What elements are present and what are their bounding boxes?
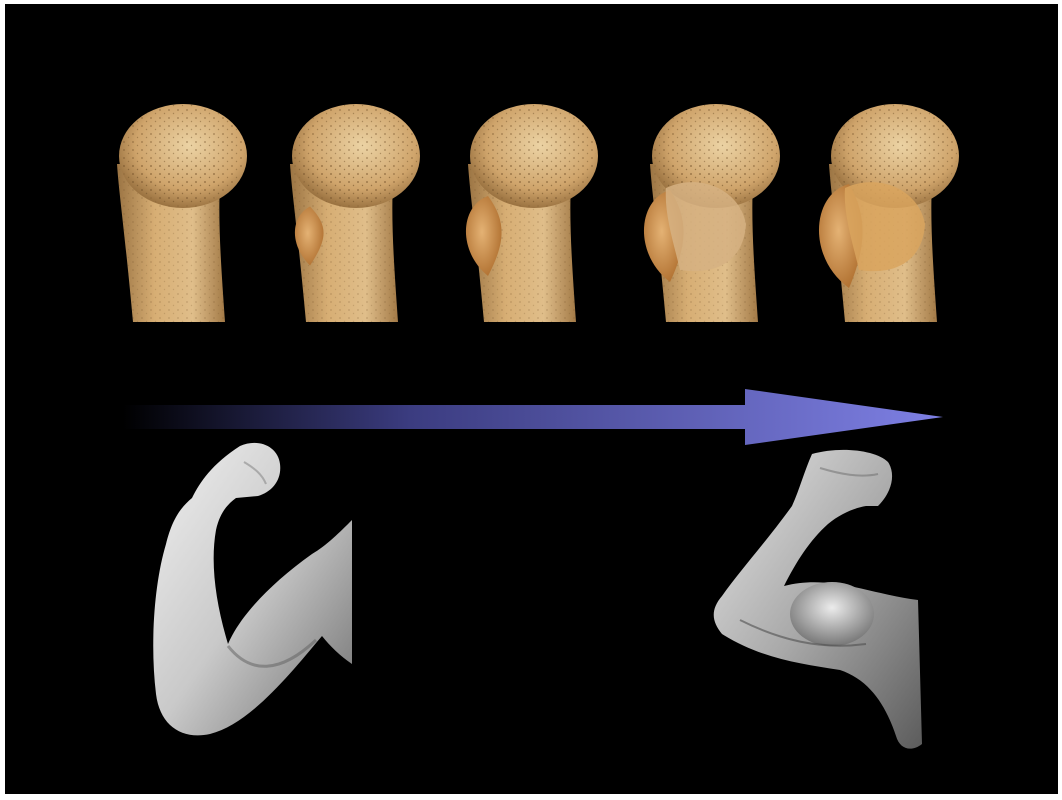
muscular-arm-flex <box>700 444 930 764</box>
lean-arm-flex <box>140 434 360 754</box>
image-stage <box>5 4 1058 794</box>
